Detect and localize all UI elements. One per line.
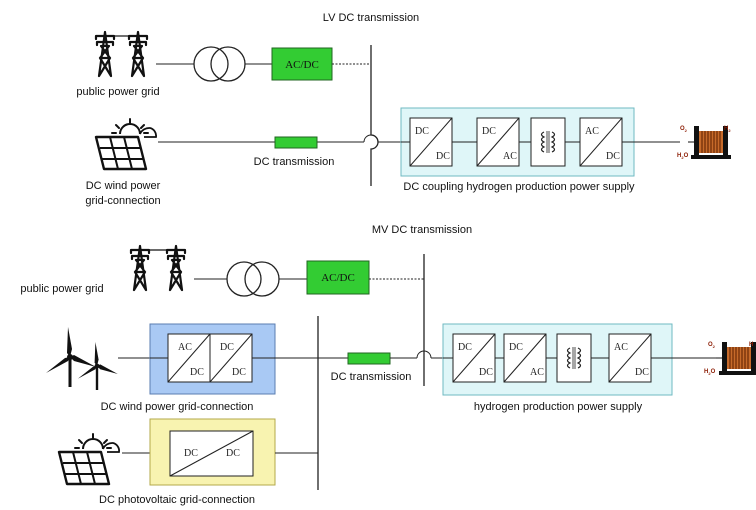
svg-text:O2: O2 (708, 342, 716, 349)
svg-text:O2: O2 (680, 126, 688, 133)
svg-text:DC: DC (220, 342, 234, 353)
transmission-tower-icon (94, 30, 149, 78)
svg-text:DC: DC (606, 151, 620, 162)
transformer-icon (226, 261, 280, 297)
svg-text:AC: AC (178, 342, 192, 353)
svg-text:DC: DC (509, 342, 523, 353)
svg-text:DC: DC (482, 126, 496, 137)
svg-text:DC: DC (226, 448, 240, 459)
bottom-converter-1: DC DC (452, 333, 496, 383)
top-source-label-1: DC wind power (86, 180, 161, 192)
top-converter-3: AC DC (579, 117, 623, 167)
top-supply-label: DC coupling hydrogen production power su… (403, 181, 635, 193)
svg-text:DC: DC (635, 367, 649, 378)
bottom-converter-3: AC DC (608, 333, 652, 383)
top-converter-2: DC AC (476, 117, 520, 167)
transmission-tower-icon (129, 244, 187, 292)
wind-converter-2: DC DC (209, 333, 253, 383)
bottom-title: MV DC transmission (372, 224, 472, 236)
svg-text:DC: DC (190, 367, 204, 378)
svg-text:H2O: H2O (677, 153, 689, 160)
wind-converter-1: AC DC (167, 333, 211, 383)
svg-text:DC: DC (458, 342, 472, 353)
top-source-label-2: grid-connection (85, 195, 160, 207)
top-converter-1: DC DC (409, 117, 453, 167)
bottom-dc-transmission-block (347, 352, 391, 365)
top-transformer-block (530, 117, 566, 167)
top-title: LV DC transmission (323, 12, 419, 24)
top-acdc-label: AC/DC (285, 59, 319, 71)
svg-text:H: H (749, 342, 753, 348)
transformer-icon (193, 46, 246, 82)
solar-panel-icon (94, 117, 158, 171)
svg-text:AC: AC (530, 367, 544, 378)
svg-text:AC: AC (585, 126, 599, 137)
top-acdc-block (271, 47, 333, 81)
svg-text:DC: DC (479, 367, 493, 378)
bottom-dc-transmission-label: DC transmission (331, 371, 412, 383)
wind-label: DC wind power grid-connection (101, 401, 254, 413)
svg-text:DC: DC (184, 448, 198, 459)
svg-text:H2: H2 (724, 126, 731, 133)
bottom-transformer-block (556, 333, 592, 383)
svg-text:AC: AC (614, 342, 628, 353)
bottom-acdc-block (306, 260, 370, 295)
svg-text:H2O: H2O (704, 369, 716, 376)
wind-turbine-icon (44, 325, 120, 392)
solar-panel-icon (57, 432, 121, 486)
top-dc-transmission-label: DC transmission (254, 156, 335, 168)
svg-text:AC: AC (503, 151, 517, 162)
top-grid-label: public power grid (76, 86, 159, 98)
bottom-converter-2: DC AC (503, 333, 547, 383)
bottom-acdc-label: AC/DC (321, 272, 355, 284)
svg-text:DC: DC (415, 126, 429, 137)
bottom-grid-label: public power grid (20, 283, 103, 295)
top-dc-bus (370, 45, 379, 186)
svg-text:DC: DC (436, 151, 450, 162)
svg-text:DC: DC (232, 367, 246, 378)
top-dc-transmission-block (274, 136, 318, 149)
bottom-supply-label: hydrogen production power supply (474, 401, 643, 413)
pv-converter: DC DC (169, 430, 254, 477)
pv-label: DC photovoltaic grid-connection (99, 494, 255, 506)
